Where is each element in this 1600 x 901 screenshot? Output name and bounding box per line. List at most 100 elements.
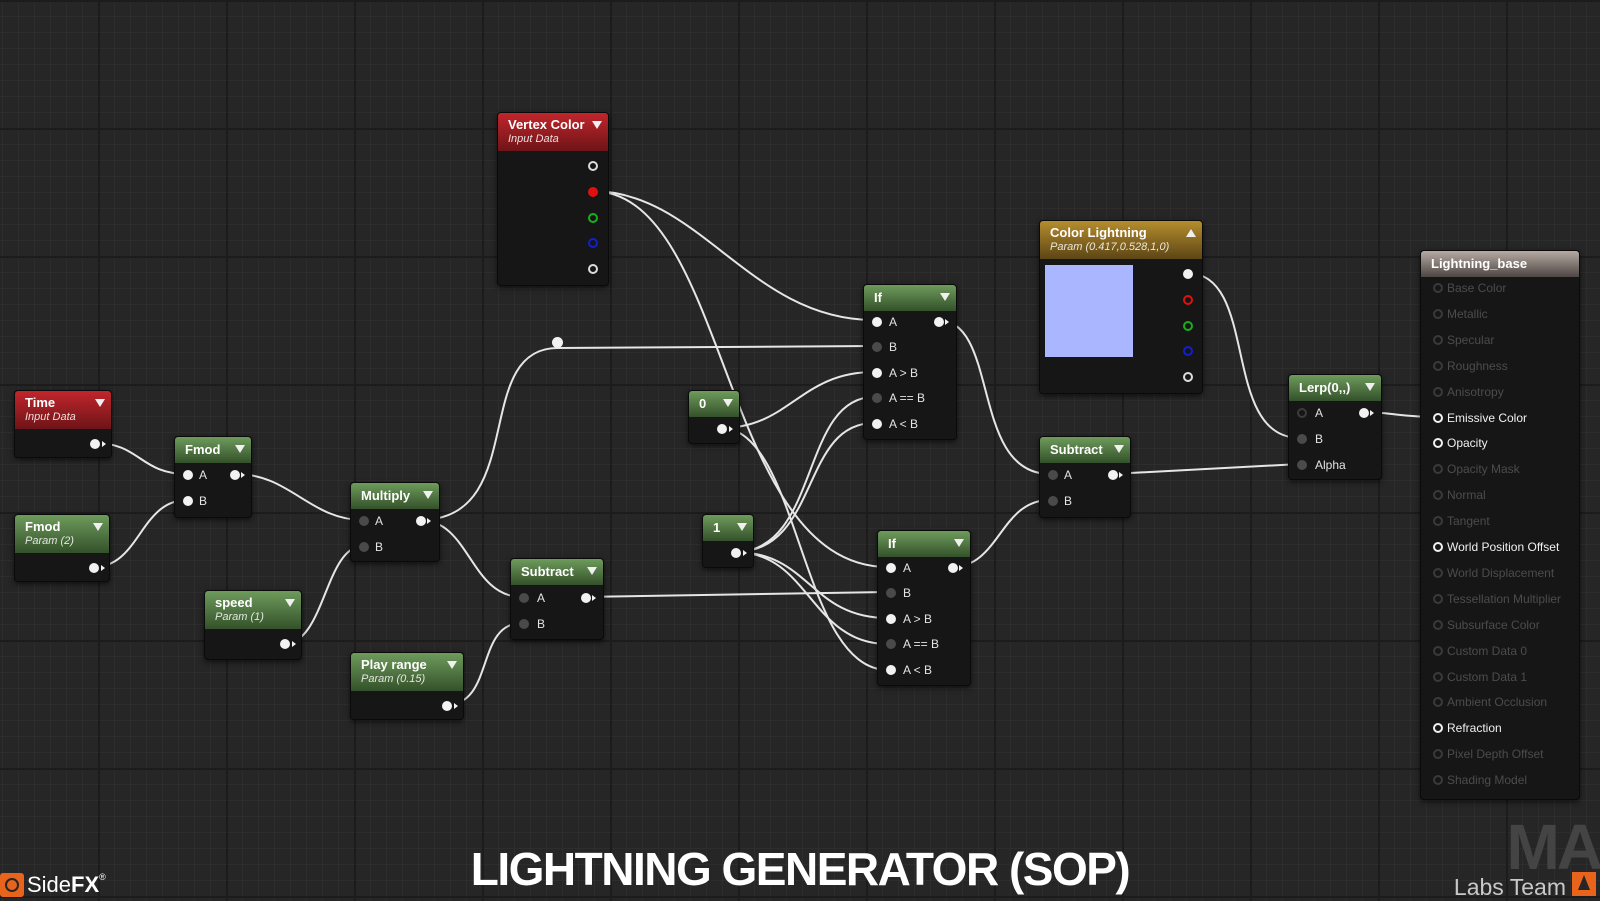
- input-pin-b[interactable]: [1297, 434, 1307, 444]
- material-input-custom-data-0[interactable]: Custom Data 0: [1421, 643, 1579, 659]
- material-input-pin[interactable]: [1433, 386, 1443, 397]
- if-node-top[interactable]: If A B A > B A == B A < B: [863, 284, 957, 440]
- fmod-node-header[interactable]: Fmod: [175, 437, 251, 463]
- constant-1-node[interactable]: 1: [702, 514, 754, 568]
- material-input-base-color[interactable]: Base Color: [1421, 280, 1579, 296]
- play-range-node-header[interactable]: Play range Param (0.15): [351, 653, 463, 691]
- material-node-header[interactable]: Lightning_base: [1421, 251, 1579, 277]
- input-pin-alpha[interactable]: [1297, 460, 1307, 470]
- input-pin-a[interactable]: [519, 593, 529, 603]
- output-pin-b[interactable]: [588, 238, 598, 248]
- input-pin-b[interactable]: [359, 542, 369, 552]
- output-pin[interactable]: [90, 439, 100, 449]
- collapse-chevron-icon[interactable]: [737, 523, 747, 531]
- input-pin-b[interactable]: [519, 619, 529, 629]
- material-input-pin[interactable]: [1433, 697, 1443, 708]
- input-pin-b[interactable]: [183, 496, 193, 506]
- output-pin[interactable]: [731, 548, 741, 558]
- material-input-refraction[interactable]: Refraction: [1421, 720, 1579, 736]
- output-pin-rgb[interactable]: [588, 161, 598, 171]
- fmod-node[interactable]: Fmod A B: [174, 436, 252, 518]
- material-input-metallic[interactable]: Metallic: [1421, 306, 1579, 322]
- material-input-specular[interactable]: Specular: [1421, 332, 1579, 348]
- if-node-header[interactable]: If: [864, 285, 956, 311]
- material-input-world-position-offset[interactable]: World Position Offset: [1421, 539, 1579, 555]
- output-pin-r[interactable]: [588, 187, 598, 197]
- output-pin[interactable]: [934, 317, 944, 327]
- output-pin-rgb[interactable]: [1183, 269, 1193, 279]
- output-pin[interactable]: [1359, 408, 1369, 418]
- collapse-chevron-icon[interactable]: [447, 661, 457, 669]
- fmod-param-node-header[interactable]: Fmod Param (2): [15, 515, 109, 553]
- collapse-chevron-icon[interactable]: [285, 599, 295, 607]
- constant-1-node-header[interactable]: 1: [703, 515, 753, 541]
- play-range-node[interactable]: Play range Param (0.15): [350, 652, 464, 720]
- output-pin[interactable]: [230, 470, 240, 480]
- material-input-roughness[interactable]: Roughness: [1421, 358, 1579, 374]
- material-input-pin[interactable]: [1433, 619, 1443, 630]
- material-input-opacity[interactable]: Opacity: [1421, 435, 1579, 451]
- material-input-pin[interactable]: [1433, 593, 1443, 604]
- material-input-pin[interactable]: [1433, 283, 1443, 293]
- speed-node[interactable]: speed Param (1): [204, 590, 302, 660]
- material-input-opacity-mask[interactable]: Opacity Mask: [1421, 461, 1579, 477]
- material-input-emissive-color[interactable]: Emissive Color: [1421, 410, 1579, 426]
- material-input-anisotropy[interactable]: Anisotropy: [1421, 384, 1579, 400]
- collapse-chevron-icon[interactable]: [954, 539, 964, 547]
- output-pin[interactable]: [717, 424, 727, 434]
- subtract-node-2[interactable]: Subtract A B: [1039, 436, 1131, 518]
- material-input-subsurface-color[interactable]: Subsurface Color: [1421, 617, 1579, 633]
- material-input-pin[interactable]: [1433, 645, 1443, 656]
- material-input-pin[interactable]: [1433, 412, 1443, 423]
- expand-chevron-icon[interactable]: [1186, 229, 1196, 237]
- collapse-chevron-icon[interactable]: [723, 399, 733, 407]
- material-input-pin[interactable]: [1433, 438, 1443, 449]
- subtract-node-header[interactable]: Subtract: [1040, 437, 1130, 463]
- material-input-tangent[interactable]: Tangent: [1421, 513, 1579, 529]
- color-lightning-node-header[interactable]: Color Lightning Param (0.417,0.528,1,0): [1040, 221, 1202, 259]
- output-pin-b[interactable]: [1183, 346, 1193, 356]
- output-pin[interactable]: [1108, 470, 1118, 480]
- material-input-ambient-occlusion[interactable]: Ambient Occlusion: [1421, 694, 1579, 710]
- output-pin-g[interactable]: [588, 213, 598, 223]
- material-input-pin[interactable]: [1433, 775, 1443, 786]
- collapse-chevron-icon[interactable]: [940, 293, 950, 301]
- collapse-chevron-icon[interactable]: [1365, 383, 1375, 391]
- input-pin-a[interactable]: [359, 516, 369, 526]
- lerp-node-header[interactable]: Lerp(0,,): [1289, 375, 1381, 401]
- reroute-node[interactable]: [552, 337, 563, 348]
- output-pin[interactable]: [581, 593, 591, 603]
- input-pin-b[interactable]: [886, 588, 896, 598]
- material-input-pin[interactable]: [1433, 308, 1443, 319]
- input-pin-a[interactable]: [183, 470, 193, 480]
- material-input-tessellation-multiplier[interactable]: Tessellation Multiplier: [1421, 591, 1579, 607]
- input-pin-b[interactable]: [872, 342, 882, 352]
- color-lightning-node[interactable]: Color Lightning Param (0.417,0.528,1,0): [1039, 220, 1203, 394]
- material-input-pin[interactable]: [1433, 542, 1443, 552]
- vertex-color-node[interactable]: Vertex Color Input Data: [497, 112, 609, 286]
- time-node[interactable]: Time Input Data: [14, 390, 112, 458]
- input-pin-altb[interactable]: [872, 419, 882, 429]
- input-pin-a[interactable]: [872, 317, 882, 327]
- input-pin-a[interactable]: [1048, 470, 1058, 480]
- input-pin-altb[interactable]: [886, 665, 896, 675]
- output-pin-a[interactable]: [588, 264, 598, 274]
- if-node-header[interactable]: If: [878, 531, 970, 557]
- if-node-bottom[interactable]: If A B A > B A == B A < B: [877, 530, 971, 686]
- output-pin[interactable]: [948, 563, 958, 573]
- collapse-chevron-icon[interactable]: [235, 445, 245, 453]
- time-node-header[interactable]: Time Input Data: [15, 391, 111, 429]
- collapse-chevron-icon[interactable]: [95, 399, 105, 407]
- subtract-node[interactable]: Subtract A B: [510, 558, 604, 640]
- input-pin-aeqb[interactable]: [872, 393, 882, 403]
- material-input-pin[interactable]: [1433, 567, 1443, 578]
- input-pin-b[interactable]: [1048, 496, 1058, 506]
- input-pin-agtb[interactable]: [872, 368, 882, 378]
- vertex-color-node-header[interactable]: Vertex Color Input Data: [498, 113, 608, 151]
- constant-0-node[interactable]: 0: [688, 390, 740, 444]
- output-pin[interactable]: [442, 701, 452, 711]
- material-input-pin[interactable]: [1433, 516, 1443, 527]
- input-pin-a[interactable]: [886, 563, 896, 573]
- fmod-param-node[interactable]: Fmod Param (2): [14, 514, 110, 582]
- subtract-node-header[interactable]: Subtract: [511, 559, 603, 585]
